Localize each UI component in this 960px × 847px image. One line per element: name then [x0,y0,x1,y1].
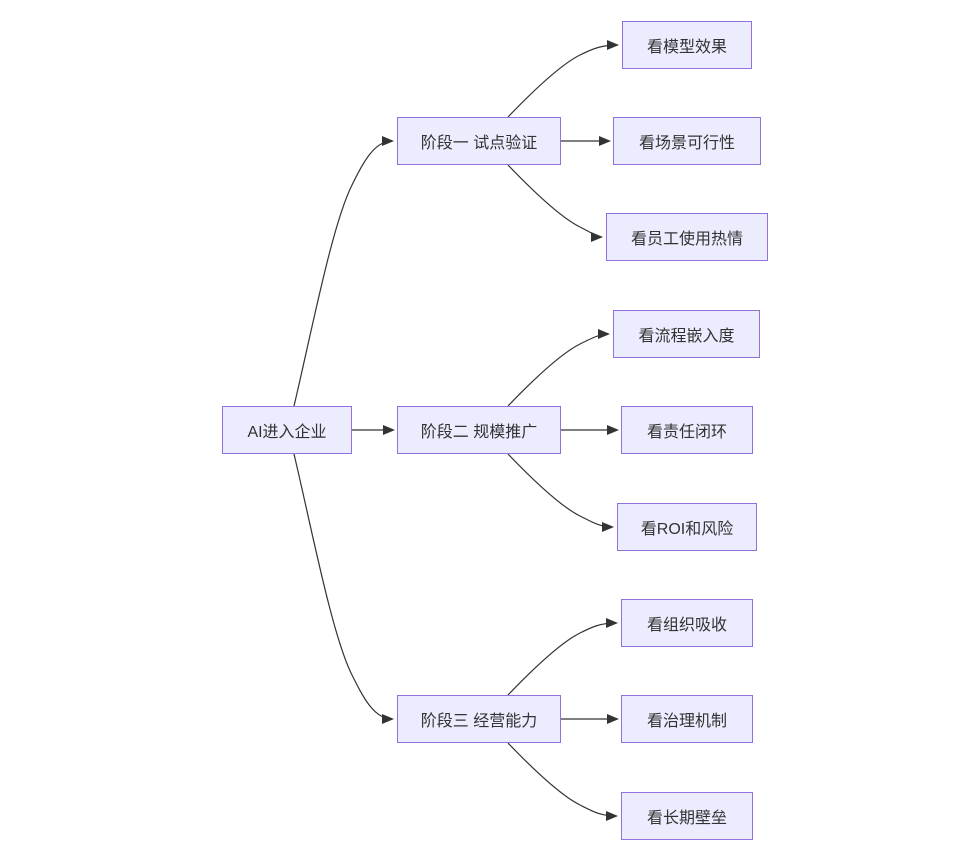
edge-phase3-longterm-barrier [507,742,618,821]
node-phase-2: 阶段二 规模推广 [397,406,561,454]
node-governance-mechanism: 看治理机制 [621,695,753,743]
node-phase-1-label: 阶段一 试点验证 [420,135,538,152]
edge-phase1-employee-enthusiasm [507,164,603,242]
node-phase-2-label: 阶段二 规模推广 [420,424,538,441]
node-governance-mechanism-label: 看治理机制 [646,713,727,730]
node-root-label: AI进入企业 [247,424,327,441]
edge-phase3-org-absorption [507,618,618,696]
node-org-absorption-label: 看组织吸收 [646,617,727,634]
node-org-absorption: 看组织吸收 [621,599,753,647]
node-longterm-barrier-label: 看长期壁垒 [646,810,727,827]
node-longterm-barrier: 看长期壁垒 [621,792,753,840]
edge-phase2-process-embedding [507,329,610,407]
edge-root-phase1 [293,136,394,407]
node-roi-risk-label: 看ROI和风险 [640,521,734,538]
edge-phase2-roi-risk [507,453,614,532]
edge-root-phase3 [293,453,394,724]
node-phase-3-label: 阶段三 经营能力 [420,713,538,730]
node-process-embedding-label: 看流程嵌入度 [638,328,735,345]
edge-phase1-model-effect [507,40,619,118]
node-roi-risk: 看ROI和风险 [617,503,757,551]
node-employee-enthusiasm: 看员工使用热情 [606,213,768,261]
node-root: AI进入企业 [222,406,352,454]
node-process-embedding: 看流程嵌入度 [613,310,760,358]
node-employee-enthusiasm-label: 看员工使用热情 [630,231,743,248]
node-phase-3: 阶段三 经营能力 [397,695,561,743]
node-responsibility-loop: 看责任闭环 [621,406,753,454]
node-scenario-feasibility-label: 看场景可行性 [638,135,735,152]
node-responsibility-loop-label: 看责任闭环 [646,424,727,441]
node-scenario-feasibility: 看场景可行性 [613,117,761,165]
node-model-effect: 看模型效果 [622,21,752,69]
node-model-effect-label: 看模型效果 [646,39,727,56]
node-phase-1: 阶段一 试点验证 [397,117,561,165]
